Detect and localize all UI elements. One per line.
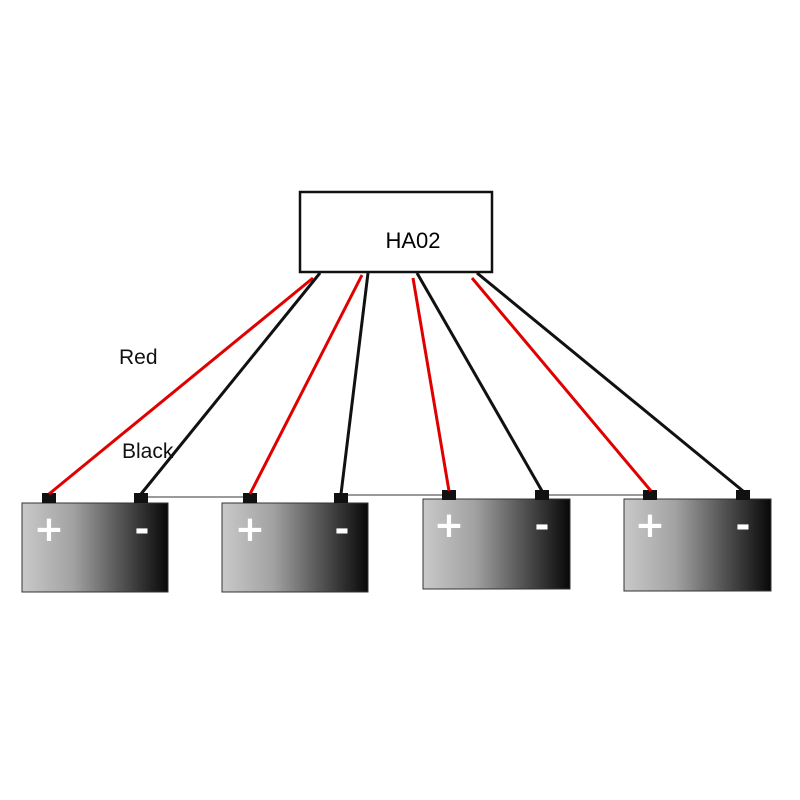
black-wire-1 — [139, 272, 322, 495]
ha02-module: HA02 — [298, 190, 494, 274]
positive-terminal — [643, 490, 657, 500]
battery-3: + - — [422, 490, 571, 590]
black-wire-label: Black — [122, 440, 174, 463]
positive-terminal — [243, 493, 257, 503]
negative-symbol: - — [135, 509, 150, 550]
positive-symbol: + — [34, 509, 64, 550]
module-box — [298, 190, 494, 274]
battery-body — [422, 498, 571, 590]
battery-1: + - — [21, 493, 169, 593]
positive-symbol: + — [635, 505, 665, 546]
battery-2: + - — [221, 493, 369, 593]
battery-body — [21, 502, 169, 593]
negative-terminal — [736, 490, 750, 500]
positive-terminal — [42, 493, 56, 503]
positive-symbol: + — [235, 509, 265, 550]
series-links — [142, 494, 648, 498]
negative-symbol: - — [335, 509, 350, 550]
positive-terminal — [442, 490, 456, 500]
red-wire-label: Red — [119, 346, 158, 369]
module-label: HA02 — [385, 228, 440, 253]
negative-terminal — [334, 493, 348, 503]
positive-symbol: + — [434, 505, 464, 546]
black-wire-2 — [339, 272, 370, 495]
black-wire-3 — [415, 272, 544, 492]
negative-symbol: - — [736, 505, 751, 546]
module-wires — [48, 271, 744, 496]
negative-terminal — [134, 493, 148, 503]
battery-body — [221, 502, 369, 593]
negative-symbol: - — [535, 505, 550, 546]
black-wire-4 — [476, 271, 744, 493]
red-wire-1 — [48, 276, 314, 496]
negative-terminal — [535, 490, 549, 500]
red-wire-2 — [248, 274, 364, 495]
red-wire-4 — [470, 277, 653, 492]
battery-body — [623, 498, 772, 592]
battery-4: + - — [623, 490, 772, 592]
red-wire-3 — [411, 277, 451, 492]
